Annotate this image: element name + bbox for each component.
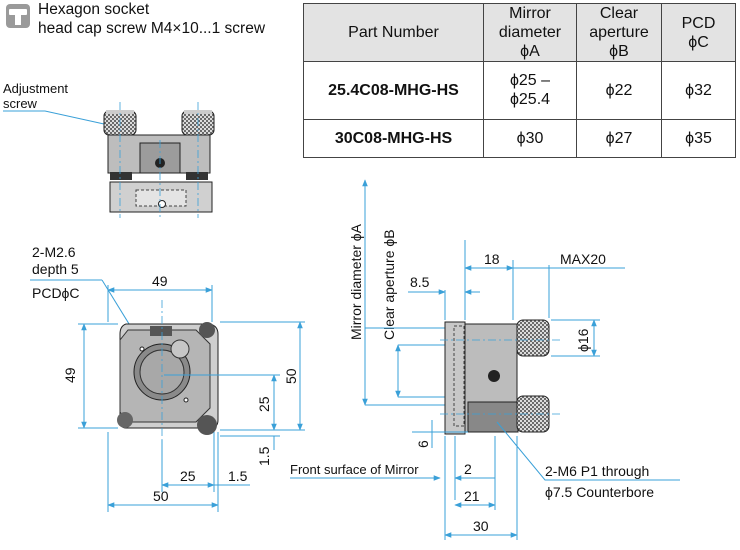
dim-6-text: 6 <box>415 440 431 448</box>
screw-shank <box>186 172 208 180</box>
pcd-label: PCDϕC <box>32 285 80 301</box>
col-header-clear: Clear aperture ϕB <box>576 3 662 62</box>
side-mirror-plate <box>444 321 466 435</box>
front-view: 2-M2.6 depth 5 PCDϕC 49 49 50 25 <box>30 244 305 512</box>
tapped-hole <box>183 397 189 403</box>
through-holes-label: ϕ7.5 Counterbore <box>545 484 654 500</box>
base-hole <box>158 200 166 208</box>
mirror-diameter-label: Mirror diameter ϕA <box>348 223 364 340</box>
knob-top <box>184 110 212 114</box>
corner-screw <box>117 412 133 428</box>
col-header-pcd: PCD ϕC <box>661 3 736 62</box>
through-holes-label: 2-M6 P1 through <box>545 463 649 479</box>
clear-aperture: ϕ22 <box>576 61 662 120</box>
mirror-diameter: ϕ30 <box>483 118 577 159</box>
adjustment-screw-leader <box>3 110 105 125</box>
dim-30-text: 30 <box>473 518 489 534</box>
table-row: 30C08-MHG-HS ϕ30 ϕ27 ϕ35 <box>303 118 736 159</box>
through-holes-leader <box>496 421 680 481</box>
part-number: 30C08-MHG-HS <box>303 118 484 159</box>
mirror-diameter: ϕ25 – ϕ25.4 <box>483 61 577 120</box>
dim-max-text: MAX20 <box>560 251 606 267</box>
side-base <box>467 401 519 433</box>
corner-screw <box>197 415 217 435</box>
dim-8-5-text: 8.5 <box>410 274 430 290</box>
dim-25-horizontal-text: 25 <box>180 468 196 484</box>
dim-50-bottom-text: 50 <box>153 488 169 504</box>
screw-slot <box>150 326 172 336</box>
dim-18-text: 18 <box>484 251 500 267</box>
corner-screw <box>199 322 215 338</box>
tapped-holes-label: depth 5 <box>32 261 79 277</box>
knob-top <box>106 110 134 114</box>
hex-socket-screw-icon <box>6 4 30 28</box>
side-hole <box>488 370 500 382</box>
side-knob-top <box>516 319 550 357</box>
col-header-mirror: Mirror diameter ϕA <box>483 3 577 62</box>
pcd: ϕ32 <box>661 61 736 120</box>
clear-aperture: ϕ27 <box>576 118 662 159</box>
dim-knob-dia-text: ϕ16 <box>575 328 591 352</box>
clear-aperture-label: Clear aperture ϕB <box>381 229 397 340</box>
pcd: ϕ35 <box>661 118 736 159</box>
top-view: Adjustment screw <box>3 81 215 218</box>
dim-25-vertical-text: 25 <box>256 396 272 412</box>
side-view: Mirror diameter ϕA Clear aperture ϕB 8.5… <box>290 179 680 540</box>
dim-49-left-text: 49 <box>62 367 78 383</box>
col-header-part: Part Number <box>303 3 484 62</box>
adjustment-screw-label: screw <box>3 96 38 111</box>
dim-1-5-vertical-text: 1.5 <box>256 446 272 466</box>
hole-boss <box>170 339 190 359</box>
dim-50-right-text: 50 <box>283 368 299 384</box>
spec-table: Part Number Mirror diameter ϕA Clear ape… <box>303 3 736 159</box>
dim-2-text: 2 <box>464 461 472 477</box>
front-surface-label: Front surface of Mirror <box>290 462 419 477</box>
screw-shank <box>110 172 132 180</box>
tapped-hole <box>139 346 145 352</box>
dim-49-top-text: 49 <box>152 273 168 289</box>
dim-1-5-horizontal-text: 1.5 <box>228 468 248 484</box>
part-number: 25.4C08-MHG-HS <box>303 61 484 120</box>
screw-note: Hexagon socket head cap screw M4×10...1 … <box>38 1 266 37</box>
adjustment-screw-label: Adjustment <box>3 81 68 96</box>
dim-21-text: 21 <box>464 488 480 504</box>
tapped-holes-label: 2-M2.6 <box>32 244 76 260</box>
table-row: 25.4C08-MHG-HS ϕ25 – ϕ25.4 ϕ22 ϕ32 <box>303 61 736 120</box>
mirror-hidden <box>453 325 465 427</box>
